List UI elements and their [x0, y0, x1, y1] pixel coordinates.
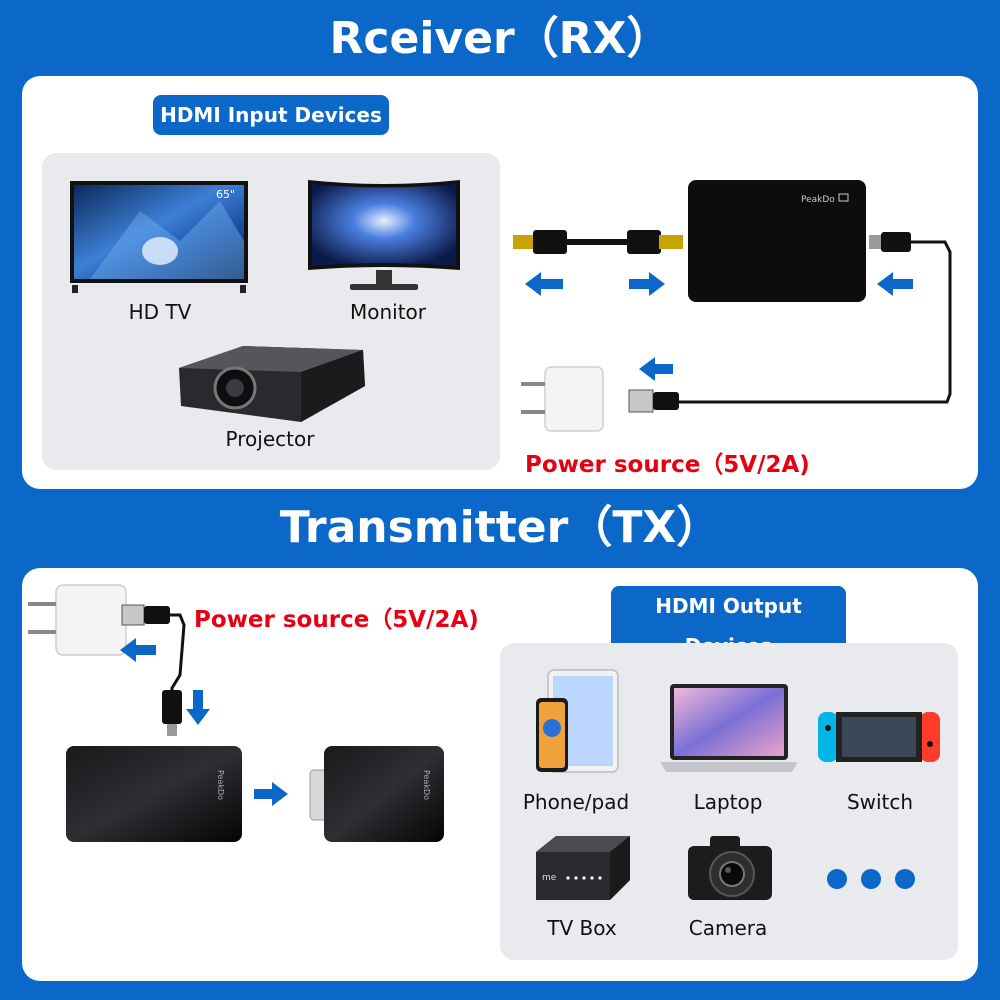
monitor-icon	[308, 180, 460, 290]
transmitter-power-source-label: Power source（5V/2A)	[194, 607, 479, 633]
hd-tv-label: HD TV	[128, 300, 192, 324]
transmitter-connection-diagram: PeakDo PeakDo	[28, 584, 444, 842]
tx-brand-text: PeakDo	[216, 770, 225, 800]
tv-box-icon: me	[536, 836, 630, 900]
tx-dongle-brand-text: PeakDo	[422, 770, 431, 800]
phone-pad-icon	[536, 669, 619, 773]
laptop-icon	[660, 684, 798, 772]
more-devices-dot	[827, 869, 847, 889]
svg-text:me: me	[542, 873, 557, 883]
more-devices-dot	[861, 869, 881, 889]
switch-icon	[818, 712, 940, 762]
phone-pad-label: Phone/pad	[522, 790, 630, 814]
camera-icon	[688, 836, 772, 900]
camera-label: Camera	[688, 916, 768, 940]
more-devices-dot	[895, 869, 915, 889]
rx-brand-text: PeakDo	[801, 195, 835, 205]
switch-label: Switch	[846, 790, 914, 814]
receiver-connection-diagram: PeakDo	[513, 180, 952, 432]
laptop-label: Laptop	[693, 790, 763, 814]
projector-label: Projector	[225, 427, 315, 451]
tv-size-badge: 65"	[216, 188, 235, 201]
transmitter-title: Transmitter（TX）	[279, 502, 721, 553]
hd-tv-icon: 65"	[70, 181, 248, 293]
tv-box-label: TV Box	[547, 916, 617, 940]
hdmi-input-devices-badge: HDMI Input Devices	[153, 95, 389, 135]
monitor-label: Monitor	[349, 300, 427, 324]
receiver-title: Rceiver（RX）	[329, 13, 671, 64]
projector-icon	[179, 346, 365, 422]
receiver-power-source-label: Power source（5V/2A)	[525, 452, 810, 478]
